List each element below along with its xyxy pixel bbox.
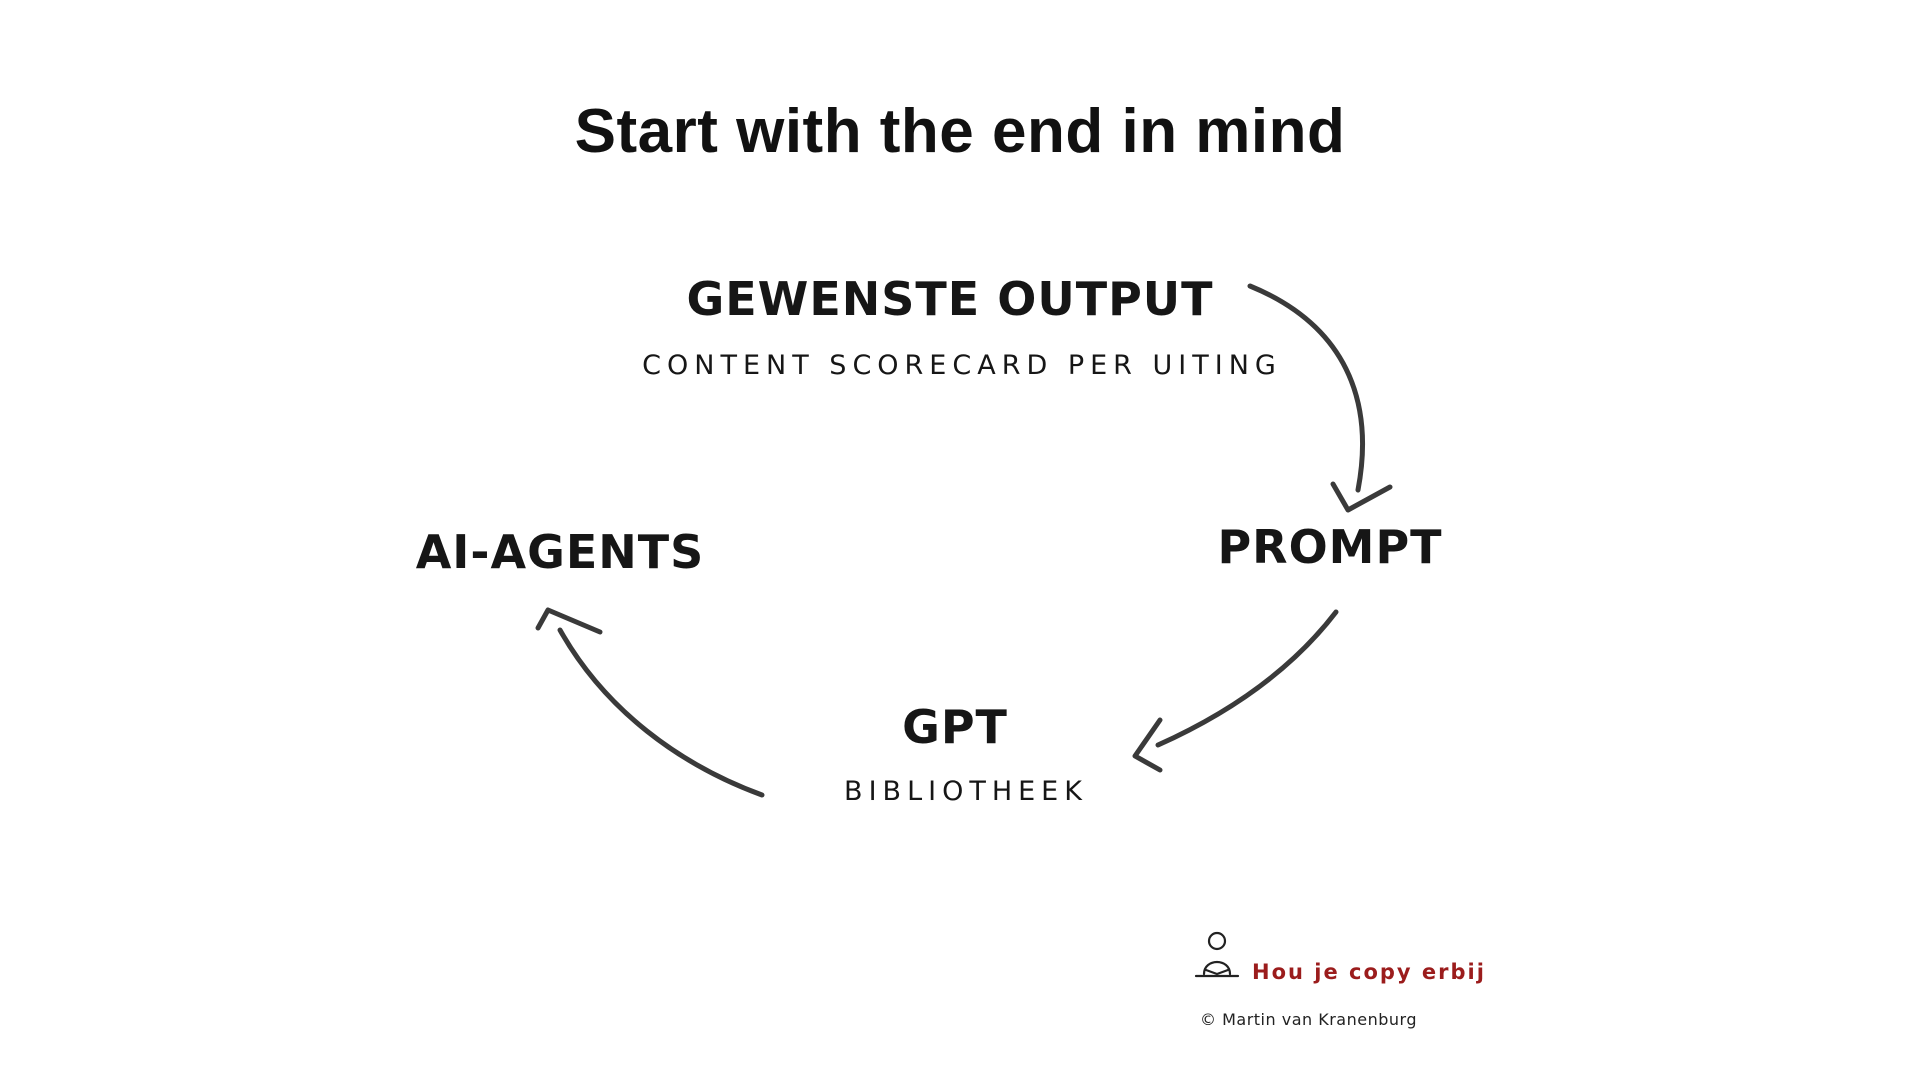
branding: Hou je copy erbij © Martin van Kranenbur… [1192, 930, 1492, 1050]
arrowhead-output-to-prompt [1330, 481, 1393, 513]
arrow-gpt-to-agents [557, 627, 765, 798]
node-gpt-label: GPT [902, 700, 1008, 754]
node-output-sub: CONTENT SCORECARD PER UITING [642, 350, 1282, 381]
arrowhead-gpt-to-agents [535, 607, 603, 635]
node-output-label: GEWENSTE OUTPUT [686, 272, 1214, 326]
arrow-prompt-to-gpt [1155, 609, 1339, 748]
brand-credit: © Martin van Kranenburg [1200, 1010, 1417, 1029]
arrow-output-to-prompt [1247, 283, 1366, 493]
arrowhead-prompt-to-gpt [1132, 717, 1163, 773]
node-prompt-label: PROMPT [1217, 520, 1443, 574]
node-gpt-sub: BIBLIOTHEEK [844, 776, 1088, 807]
brand-tagline: Hou je copy erbij [1252, 960, 1486, 984]
reading-person-icon [1192, 930, 1242, 988]
node-agents-label: AI-AGENTS [415, 525, 705, 579]
slide-title: Start with the end in mind [574, 97, 1346, 166]
